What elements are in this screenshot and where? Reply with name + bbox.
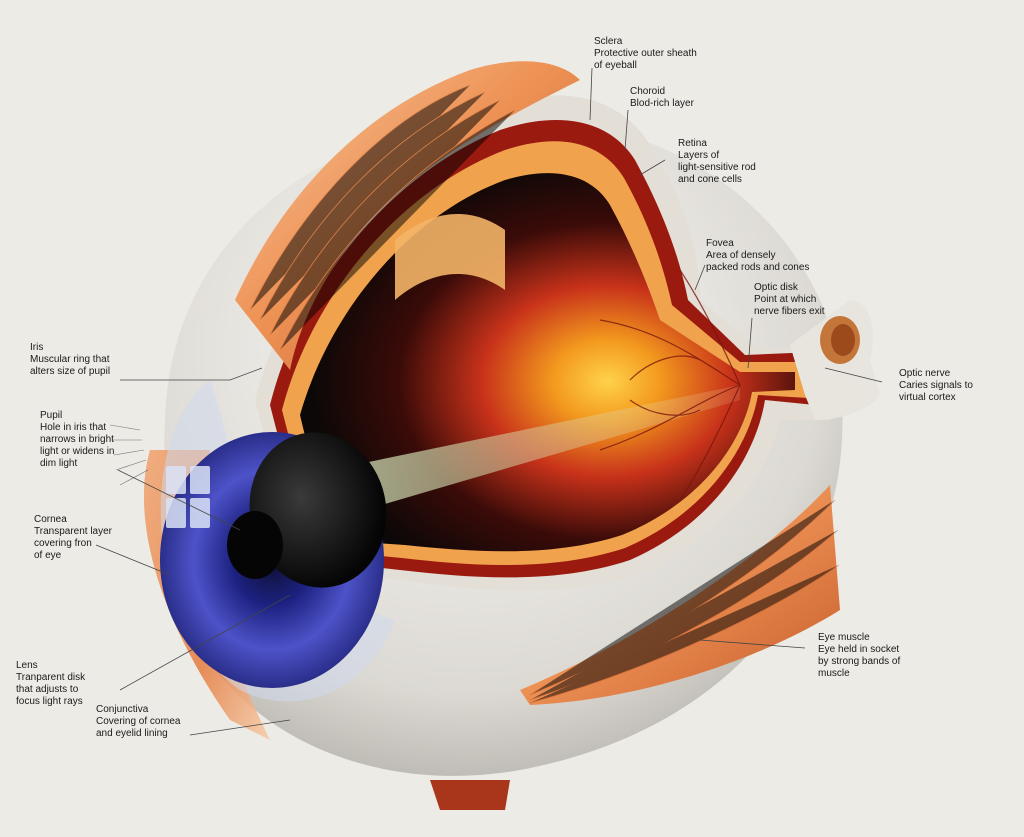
leader-iris <box>120 367 263 381</box>
label-pupil-desc: Hole in iris that narrows in bright ligh… <box>40 422 115 469</box>
label-eye-muscle-title: Eye muscle <box>818 632 870 643</box>
label-optic-nerve-title: Optic nerve <box>899 368 951 379</box>
label-sclera: Sclera Protective outer sheath of eyebal… <box>594 36 697 72</box>
label-cornea-title: Cornea <box>34 514 67 525</box>
leader-sclera <box>589 67 593 121</box>
label-retina: Retina Layers of light-sensitive rod and… <box>678 138 756 186</box>
leader-retina <box>639 159 666 176</box>
label-lens-title: Lens <box>16 660 38 671</box>
label-conjunctiva-desc: Covering of cornea and eyelid lining <box>96 716 181 739</box>
leader-lens <box>119 594 291 691</box>
leader-optic-disk <box>747 317 753 369</box>
label-choroid: Choroid Blod-rich layer <box>630 86 694 110</box>
label-pupil-title: Pupil <box>40 410 63 421</box>
label-retina-title: Retina <box>678 138 707 149</box>
label-eye-muscle: Eye muscle Eye held in socket by strong … <box>818 632 900 680</box>
eyelashes <box>109 424 149 486</box>
label-choroid-title: Choroid <box>630 86 666 97</box>
leader-optic-nerve <box>824 367 883 383</box>
leader-cornea <box>95 544 171 576</box>
label-iris-desc: Muscular ring that alters size of pupil <box>30 354 111 377</box>
retinal-vessels <box>599 269 741 501</box>
leader-lines <box>95 67 883 736</box>
cornea-reflection <box>166 466 210 528</box>
light-beam <box>330 385 740 520</box>
leader-conjunctiva <box>189 719 291 736</box>
label-cornea: Cornea Transparent layer covering fron o… <box>34 514 112 562</box>
label-retina-desc: Layers of light-sensitive rod and cone c… <box>678 150 756 185</box>
label-conjunctiva-title: Conjunctiva <box>96 704 149 715</box>
bottom-muscle-fibers <box>529 499 840 704</box>
label-optic-disk-desc: Point at which nerve fibers exit <box>754 294 825 317</box>
leader-pupil <box>117 469 241 531</box>
optic-nerve-core <box>831 324 855 356</box>
label-cornea-desc: Transparent layer covering fron of eye <box>34 526 112 561</box>
lens-body <box>249 432 387 588</box>
label-sclera-desc: Protective outer sheath of eyeball <box>594 48 697 71</box>
pupil-hole <box>227 511 283 579</box>
label-optic-disk-title: Optic disk <box>754 282 798 293</box>
label-lens-desc: Tranparent disk that adjusts to focus li… <box>16 672 86 707</box>
label-iris: Iris Muscular ring that alters size of p… <box>30 342 110 378</box>
label-optic-disk: Optic disk Point at which nerve fibers e… <box>754 282 825 318</box>
bottom-tab <box>430 780 510 810</box>
label-fovea: Fovea Area of densely packed rods and co… <box>706 238 809 274</box>
label-lens: Lens Tranparent disk that adjusts to foc… <box>16 660 85 708</box>
label-iris-title: Iris <box>30 342 44 353</box>
leader-eye-muscle <box>699 639 806 649</box>
label-pupil: Pupil Hole in iris that narrows in brigh… <box>40 410 114 470</box>
label-conjunctiva: Conjunctiva Covering of cornea and eyeli… <box>96 704 181 740</box>
label-optic-nerve: Optic nerve Caries signals to virtual co… <box>899 368 973 404</box>
bottom-muscle <box>520 485 840 705</box>
label-choroid-desc: Blod-rich layer <box>630 98 694 109</box>
label-fovea-title: Fovea <box>706 238 734 249</box>
label-optic-nerve-desc: Caries signals to virtual cortex <box>899 380 973 403</box>
label-sclera-title: Sclera <box>594 36 623 47</box>
leader-fovea <box>694 264 706 291</box>
label-eye-muscle-desc: Eye held in socket by strong bands of mu… <box>818 644 901 679</box>
top-muscle-fibers <box>249 84 516 351</box>
leader-choroid <box>624 109 629 151</box>
label-fovea-desc: Area of densely packed rods and cones <box>706 250 810 273</box>
lens-slab <box>395 213 505 300</box>
